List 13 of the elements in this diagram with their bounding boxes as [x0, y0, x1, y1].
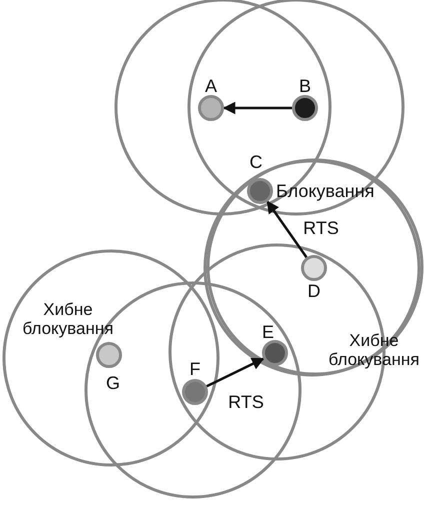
station-label: B: [299, 77, 311, 95]
note-label: Хибне блокування: [328, 331, 420, 369]
arrow: [222, 102, 292, 114]
status-label: Блокування: [276, 182, 374, 200]
note-label: Хибне блокування: [22, 300, 114, 338]
arrow: [206, 358, 264, 388]
station-label: A: [205, 77, 217, 95]
station-label: F: [190, 360, 200, 378]
station-label: G: [106, 374, 120, 392]
arrow: [266, 200, 308, 258]
station-label: E: [262, 323, 274, 341]
station-label: C: [250, 153, 262, 171]
station-label: D: [308, 282, 320, 300]
